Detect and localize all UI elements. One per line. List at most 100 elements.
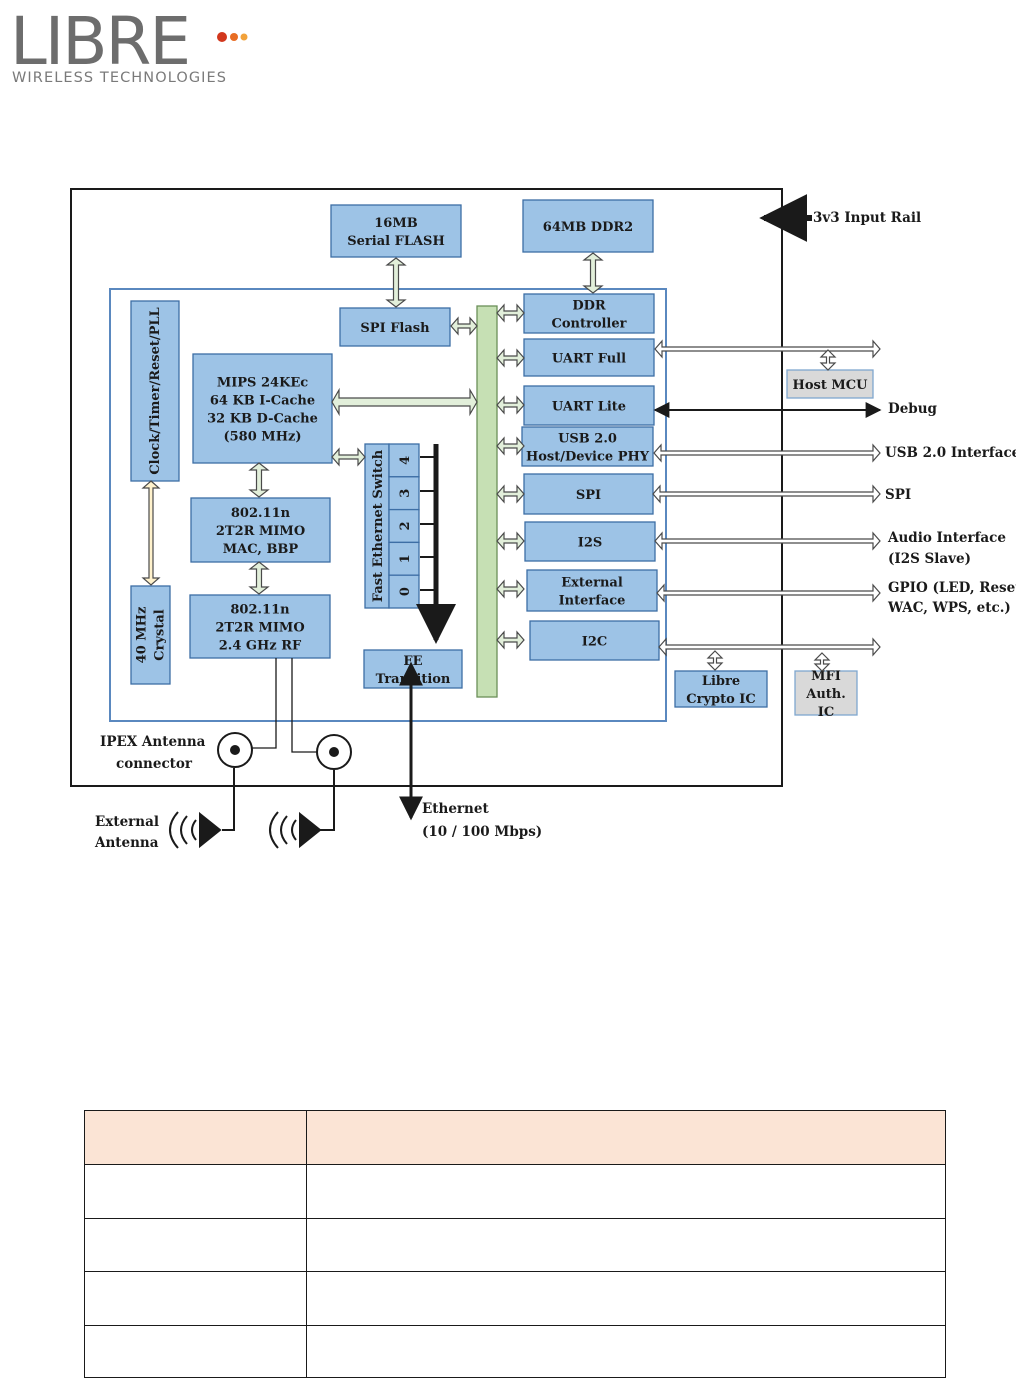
- module-outline: [70, 188, 783, 787]
- table-row: [84, 1325, 946, 1378]
- block-uart-full: UART Full: [523, 338, 655, 377]
- block-label: Controller: [552, 317, 627, 332]
- block-label: Interface: [559, 594, 626, 609]
- bus-link-arrow: [496, 303, 525, 323]
- block-label: Libre: [702, 674, 740, 689]
- libre-logo: LIBRE WIRELESS TECHNOLOGIES: [10, 3, 248, 86]
- antenna-icon: [269, 811, 322, 849]
- external-io-arrow: [654, 531, 881, 551]
- block-label: MFI: [811, 669, 841, 684]
- block-label: MIPS 24KEc: [217, 376, 308, 391]
- block-rf: 802.11n 2T2R MIMO 2.4 GHz RF: [189, 594, 331, 659]
- ipex-connector: [217, 732, 253, 768]
- table-cell: [306, 1110, 946, 1164]
- table-cell: [84, 1110, 306, 1164]
- block-label: 64 KB I-Cache: [210, 394, 315, 409]
- block-label: SPI Flash: [360, 321, 430, 336]
- table-cell: [306, 1164, 946, 1218]
- system-bus: [476, 305, 498, 698]
- table-cell: [84, 1218, 306, 1271]
- table-row: [84, 1218, 946, 1271]
- block-mips: MIPS 24KEc 64 KB I-Cache 32 KB D-Cache (580…: [192, 353, 333, 464]
- block-label: 40 MHz: [135, 607, 150, 664]
- ipex-label: IPEX Antenna: [100, 734, 206, 750]
- block-label: 2T2R MIMO: [216, 524, 305, 539]
- block-diagram: LIBRE WIRELESS TECHNOLOGIES 16MB Serial F…: [10, 3, 1016, 851]
- switch-port: [388, 443, 420, 478]
- block-label: MAC, BBP: [223, 542, 299, 557]
- bus-link-arrow: [496, 348, 525, 368]
- block-spi: SPI: [523, 473, 654, 515]
- bus-link-arrow: [496, 395, 525, 415]
- block-label: External: [561, 576, 623, 591]
- block-ddr2: 64MB DDR2: [522, 199, 654, 253]
- external-labels: 3v3 Input Rail Debug USB 2.0 Interface S…: [94, 210, 1016, 851]
- external-io-arrow: [653, 443, 881, 463]
- switch-port: [388, 508, 420, 544]
- block-label: I2C: [582, 635, 607, 650]
- block-label: 802.11n: [230, 603, 290, 618]
- block-label: 32 KB D-Cache: [207, 412, 318, 427]
- ddr-arrow: [582, 252, 604, 294]
- table-cell: [306, 1218, 946, 1271]
- mac-rf-arrow: [248, 561, 270, 595]
- block-label: IC: [818, 705, 834, 720]
- host-mcu-arrow: [819, 349, 837, 371]
- table-cell: [84, 1325, 306, 1378]
- bus-link-arrow: [496, 579, 525, 599]
- switch-port: [388, 476, 420, 511]
- mips-bus-arrow: [331, 387, 478, 417]
- logo-wordmark: LIBRE: [10, 3, 189, 80]
- block-label: Serial FLASH: [347, 234, 444, 249]
- external-io-arrow: [652, 484, 881, 504]
- bus-link-arrow: [496, 436, 525, 456]
- block-label: I2S: [578, 536, 603, 551]
- bus-link-arrow: [496, 630, 525, 650]
- block-label: (580 MHz): [223, 430, 301, 445]
- external-antenna-sublabel: Antenna: [94, 835, 159, 851]
- block-flash: 16MB Serial FLASH: [330, 204, 462, 258]
- mips-mac-arrow: [248, 462, 270, 498]
- switch-label: Fast Ethernet Switch: [371, 449, 386, 602]
- block-label: 2T2R MIMO: [215, 621, 304, 636]
- bus-link-arrow: [496, 484, 525, 504]
- block-label: Host MCU: [793, 378, 869, 393]
- table-cell: [84, 1271, 306, 1325]
- switch-port: [388, 574, 420, 609]
- table-header-row: [84, 1110, 946, 1164]
- external-io-arrow: [654, 339, 881, 359]
- audio-interface-label: Audio Interface: [887, 530, 1006, 546]
- block-label: 2.4 GHz RF: [219, 639, 302, 654]
- mips-switch-arrow: [331, 447, 366, 467]
- block-clock: Clock/Timer/Reset/PLL: [130, 300, 180, 482]
- logo-dot: [240, 33, 248, 41]
- external-io-arrow: [656, 583, 881, 603]
- block-label: Host/Device PHY: [526, 450, 650, 465]
- ipex-connector: [316, 734, 352, 770]
- crypto-arrow: [706, 650, 724, 671]
- antenna-icon: [169, 811, 222, 849]
- ethernet-label: Ethernet: [422, 801, 489, 817]
- block-mfi: MFI Auth. IC: [794, 669, 858, 720]
- logo-dot: [230, 33, 238, 41]
- block-label: UART Full: [552, 352, 626, 367]
- block-uart-lite: UART Lite: [523, 385, 655, 426]
- external-io-arrow: [658, 637, 881, 657]
- spi-label: SPI: [885, 487, 911, 503]
- rf-antenna-line: [250, 658, 277, 749]
- block-label: Transition: [376, 672, 451, 687]
- switch-port-label: 3: [398, 489, 413, 498]
- spi-flash-bus-arrow: [450, 316, 478, 336]
- table-row: [84, 1164, 946, 1218]
- table-cell: [306, 1325, 946, 1378]
- block-i2s: I2S: [524, 521, 656, 562]
- block-label: Auth.: [805, 687, 846, 702]
- block-label: 16MB: [374, 216, 417, 231]
